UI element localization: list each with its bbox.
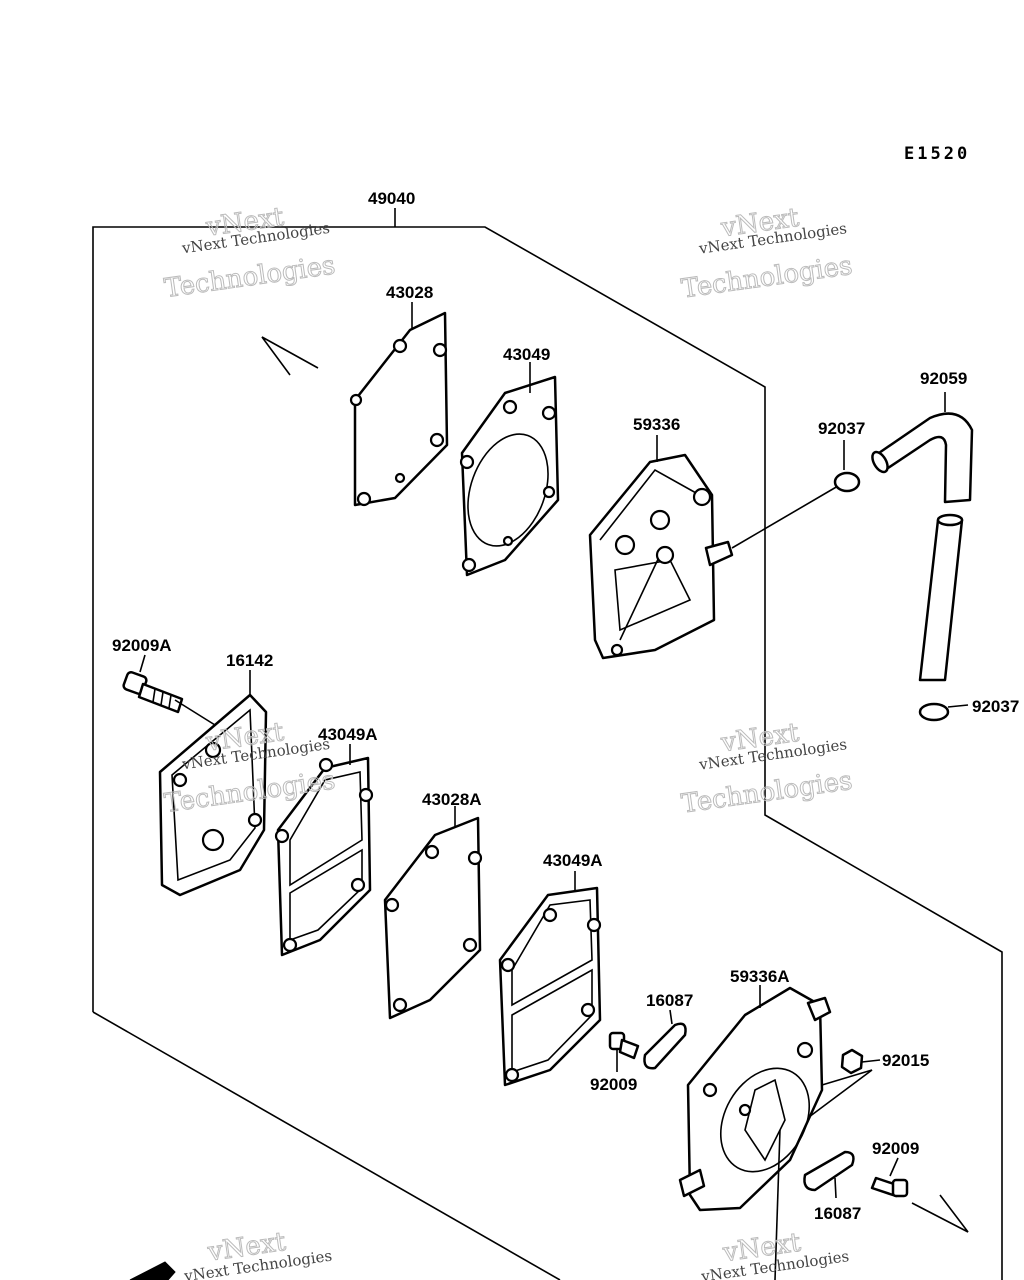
label-92009-right: 92009	[872, 1139, 919, 1158]
label-43049A-2: 43049A	[543, 851, 603, 870]
label-92009A: 92009A	[112, 636, 172, 655]
assembly-frame-bottom	[92, 1011, 561, 1280]
label-43049: 43049	[503, 345, 550, 364]
svg-text:Technologies: Technologies	[680, 251, 855, 305]
label-92015: 92015	[882, 1051, 929, 1070]
corner-mark	[129, 1261, 176, 1280]
label-59336A: 59336A	[730, 967, 790, 986]
label-43028: 43028	[386, 283, 433, 302]
gasket-43049	[459, 362, 560, 577]
label-43028A: 43028A	[422, 790, 482, 809]
watermark-bottom-right: vNext vNext Technologies	[699, 1227, 850, 1280]
watermark-bottom-left: vNext vNext Technologies	[182, 1226, 333, 1280]
assembly-frame	[92, 226, 1003, 1280]
svg-text:Technologies: Technologies	[163, 250, 338, 304]
watermark-top-left: vNext vNext Technologies Technologies	[162, 202, 338, 305]
gasket-43049A-2	[498, 871, 602, 1087]
label-16142: 16142	[226, 651, 273, 670]
bolt-92009-left	[608, 1031, 640, 1072]
label-16087-bottom: 16087	[814, 1204, 861, 1223]
pump-body-59336A	[678, 985, 832, 1280]
watermark-top-right: vNext vNext Technologies Technologies	[679, 202, 855, 305]
label-43049A-1: 43049A	[318, 725, 378, 744]
direction-arrow-top	[261, 336, 319, 376]
label-49040: 49040	[368, 189, 415, 208]
bolt-92009A	[122, 654, 184, 714]
clip-92037-right	[918, 702, 969, 722]
strap-16087-top	[643, 1009, 687, 1070]
label-59336: 59336	[633, 415, 680, 434]
plate-16142	[158, 670, 268, 897]
strap-16087-bottom	[803, 1150, 855, 1199]
diagram-code: E1520	[904, 144, 970, 164]
direction-arrow-bottom	[911, 1194, 969, 1233]
diaphragm-43028	[349, 302, 449, 507]
hose-92059	[871, 392, 974, 682]
watermark-middle-right: vNext vNext Technologies Technologies	[679, 717, 855, 820]
label-92037-top: 92037	[818, 419, 865, 438]
gasket-43049A-1	[274, 744, 374, 957]
label-92059: 92059	[920, 369, 967, 388]
nut-92015	[804, 1048, 881, 1121]
label-92009-left: 92009	[590, 1075, 637, 1094]
label-16087-top: 16087	[646, 991, 693, 1010]
label-92037-right: 92037	[972, 697, 1019, 716]
pump-cover-59336	[588, 435, 839, 660]
svg-text:Technologies: Technologies	[680, 766, 855, 820]
clip-92037-top	[833, 440, 861, 493]
diaphragm-43028A	[383, 806, 483, 1020]
bolt-92009-right	[870, 1157, 909, 1198]
